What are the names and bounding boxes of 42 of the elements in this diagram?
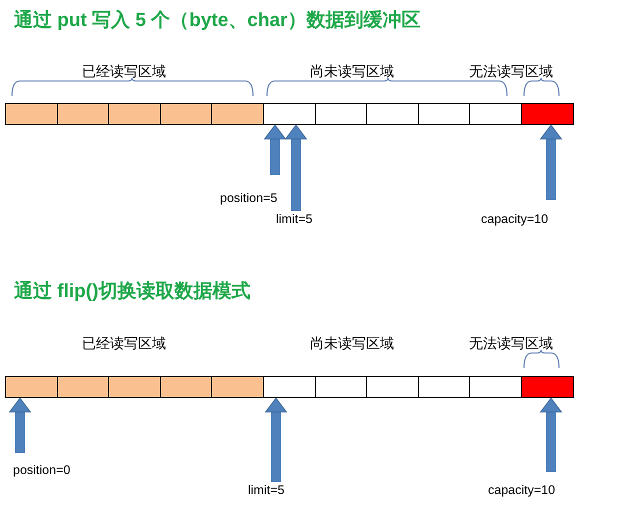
buffer-cell: [263, 376, 316, 398]
region-label: 已经读写区域: [82, 335, 166, 351]
arrow: [9, 398, 31, 453]
region-label: 尚未读写区域: [310, 335, 394, 351]
region-label: 尚未读写区域: [310, 63, 394, 79]
buffer-cell: [5, 103, 58, 125]
buffer-cell: [5, 376, 58, 398]
buffer-cell: [160, 103, 212, 125]
section-heading: 通过 put 写入 5 个（byte、char）数据到缓冲区: [14, 9, 420, 33]
buffer-cell: [366, 103, 419, 125]
pointer-label: capacity=10: [481, 212, 548, 226]
buffer-cell: [418, 376, 470, 398]
section-heading: 通过 flip()切换读取数据模式: [14, 280, 250, 304]
region-label: 无法读写区域: [469, 63, 553, 79]
buffer-cell: [211, 103, 264, 125]
pointer-label: limit=5: [276, 212, 312, 226]
buffer-cell: [314, 376, 368, 398]
pointer-label: capacity=10: [488, 483, 556, 497]
arrow: [265, 398, 287, 482]
buffer-cell: [521, 103, 574, 125]
arrow: [540, 398, 562, 472]
buffer-cell: [366, 376, 419, 398]
buffer-cell: [56, 376, 110, 398]
buffer-cell: [469, 103, 522, 125]
buffer-cell: [263, 103, 316, 125]
arrow: [264, 124, 286, 175]
buffer-cell: [314, 103, 368, 125]
buffer-cell: [211, 376, 264, 398]
buffer-cell: [418, 103, 470, 125]
buffer-cell: [108, 103, 161, 125]
pointer-label: position=0: [13, 463, 70, 477]
buffer-cell: [469, 376, 522, 398]
buffer-cell: [108, 376, 161, 398]
buffer-cell: [56, 103, 110, 125]
buffer-cell: [521, 376, 574, 398]
region-label: 已经读写区域: [82, 63, 166, 79]
arrow: [285, 124, 307, 211]
region-label: 无法读写区域: [469, 335, 553, 351]
arrow: [540, 124, 562, 200]
buffer-cell: [160, 376, 212, 398]
pointer-label: position=5: [220, 191, 278, 205]
pointer-label: limit=5: [248, 483, 284, 497]
